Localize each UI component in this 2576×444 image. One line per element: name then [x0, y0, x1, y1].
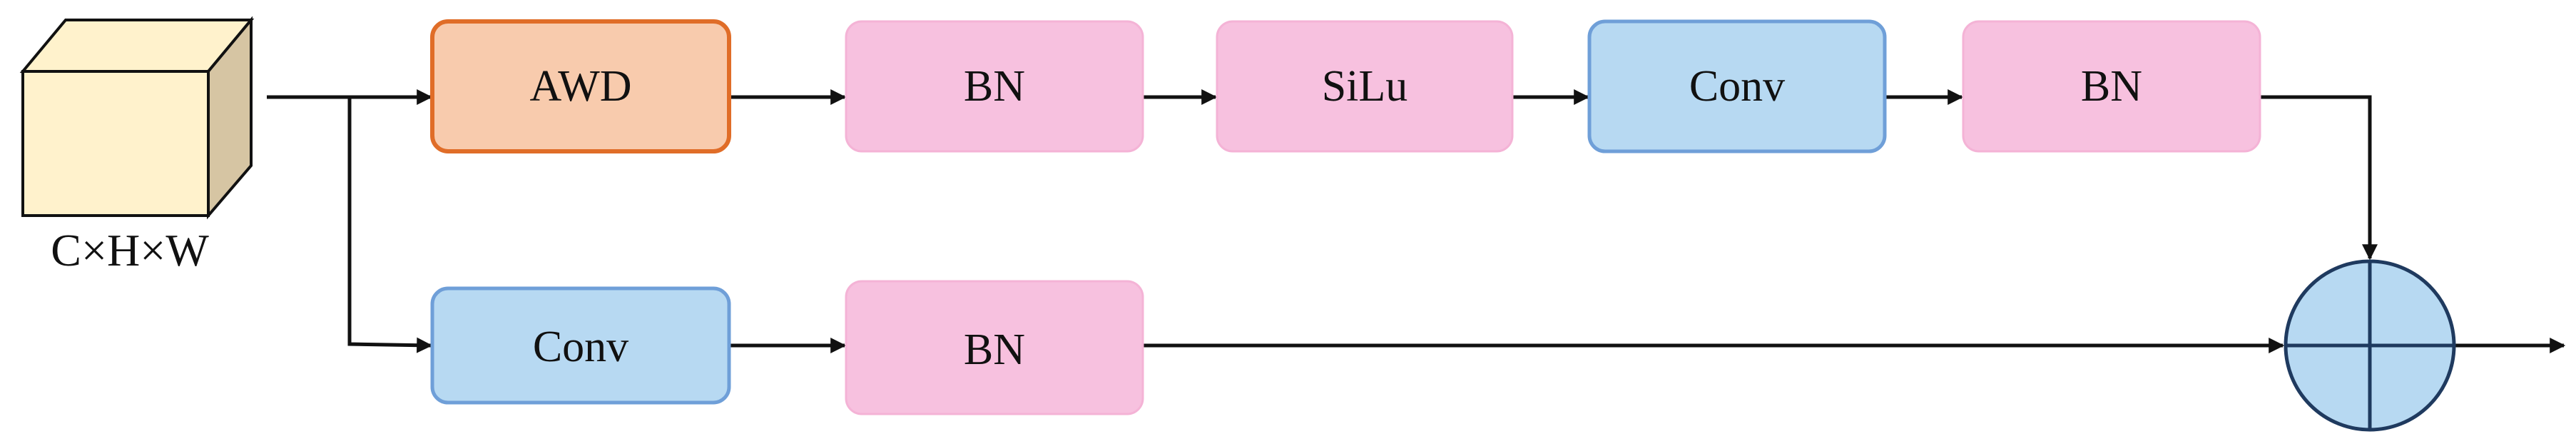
bn-label-2: BN	[2081, 62, 2142, 111]
conv-block-2: Conv	[430, 286, 731, 405]
conv-label-1: Conv	[1689, 62, 1785, 111]
bn-box-3	[845, 280, 1144, 415]
plus-circle-icon	[2284, 259, 2456, 432]
bn-box-1	[845, 20, 1144, 153]
connectors	[267, 89, 2566, 353]
awd-block: AWD	[430, 19, 731, 153]
cube-front-face	[21, 70, 210, 217]
bn-to-add-arrow	[2260, 95, 2378, 261]
tensor-shape-label: C×H×W	[51, 225, 209, 276]
awd-label: AWD	[529, 62, 631, 111]
bn-label-3: BN	[964, 326, 1025, 374]
input-tensor-cube	[19, 16, 255, 220]
bn-block-3: BN	[845, 280, 1144, 415]
silu-block: SiLu	[1216, 20, 1514, 153]
awd-box	[430, 19, 731, 153]
bn-block-2: BN	[1962, 20, 2261, 153]
bn-box-2	[1962, 20, 2261, 153]
bn-block-1: BN	[845, 20, 1144, 153]
bn-label-1: BN	[964, 62, 1025, 111]
bottom-branch: Conv BN	[430, 280, 1144, 415]
conv-label-2: Conv	[533, 323, 628, 371]
conv-block-1: Conv	[1587, 19, 1887, 153]
silu-label: SiLu	[1322, 62, 1408, 111]
conv-box-1	[1587, 19, 1887, 153]
conv-box-2	[430, 286, 731, 405]
input-to-bottom-conv-arrow	[347, 97, 433, 353]
top-branch: AWD BN SiLu Conv BN	[430, 19, 2261, 153]
silu-box	[1216, 20, 1514, 153]
